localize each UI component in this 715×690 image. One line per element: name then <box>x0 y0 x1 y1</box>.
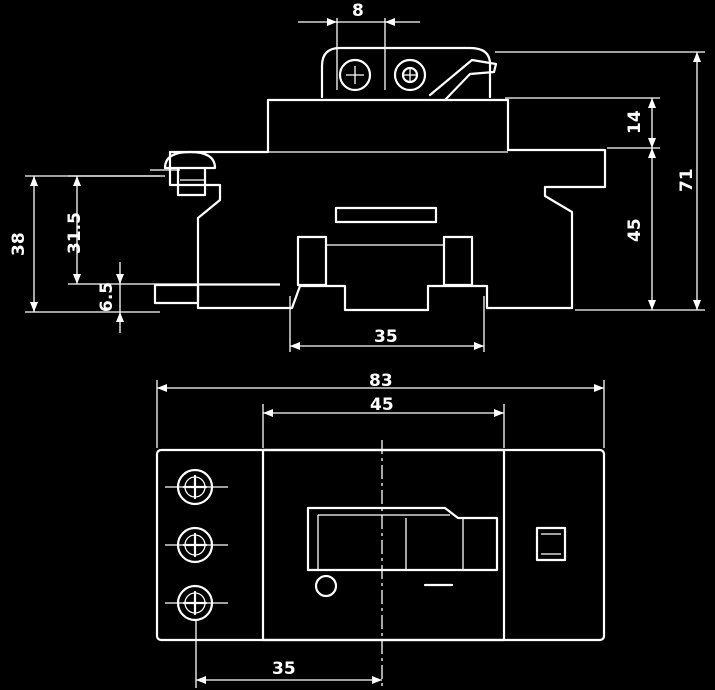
front-center-panel <box>261 448 506 642</box>
side-view-dimensions: 8 71 14 45 38 31.5 <box>9 1 705 352</box>
dim-total-height: 71 <box>677 168 697 192</box>
terminal-screws <box>165 468 228 622</box>
dim-rail-width-top: 35 <box>374 327 398 347</box>
front-switch <box>306 506 499 572</box>
dim-body-height: 45 <box>625 218 645 242</box>
dim-rail-width-bottom: 35 <box>272 659 296 679</box>
dim-inner-width: 45 <box>370 395 394 415</box>
toggle-lever <box>428 58 498 102</box>
dim-screw-spacing: 8 <box>352 1 364 21</box>
side-housing-outline <box>168 98 607 312</box>
dim-left-inner-height: 31.5 <box>65 212 85 254</box>
front-view-dimensions: 83 45 35 <box>156 371 605 688</box>
top-screw-right <box>393 58 427 92</box>
rail-clip-right <box>442 235 474 287</box>
dim-left-height: 38 <box>9 232 29 256</box>
label-slot <box>334 206 438 224</box>
dim-rail-offset: 6.5 <box>97 282 117 312</box>
side-view <box>150 46 607 312</box>
dim-total-width: 83 <box>369 371 393 391</box>
bottom-foot <box>153 283 200 305</box>
indicator-circle <box>314 574 338 598</box>
top-terminal-housing <box>320 46 492 99</box>
side-clamp-screw <box>163 150 217 197</box>
rail-clip-left <box>296 235 328 287</box>
dim-top-height: 14 <box>625 110 645 134</box>
top-screw-left <box>338 58 372 92</box>
front-view <box>155 440 606 688</box>
side-indicator <box>535 526 567 562</box>
